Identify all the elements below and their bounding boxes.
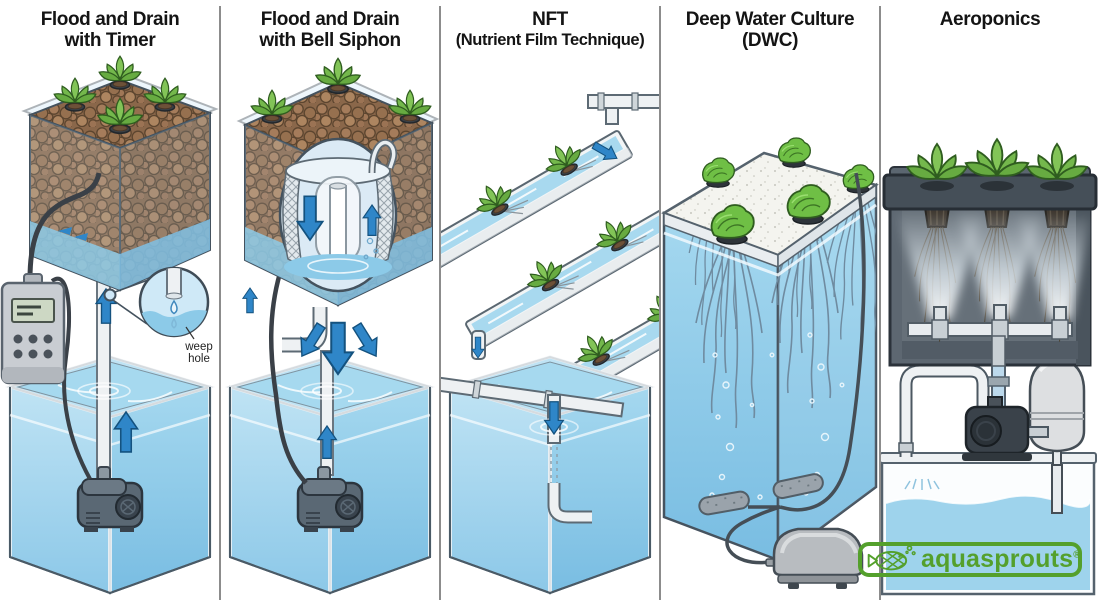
flood-drain-timer-illustration: weep hole [0, 55, 219, 595]
panel-title: Aeroponics [880, 9, 1100, 30]
tank-interior [688, 168, 876, 516]
chamber-plants [906, 138, 1088, 180]
panel-nft: NFT (Nutrient Film Technique) [440, 0, 660, 600]
air-line [779, 172, 866, 512]
ripple [312, 385, 342, 397]
water-drop [170, 299, 178, 315]
nft-illustration [440, 92, 660, 595]
ripple [89, 385, 119, 397]
panel-divider [659, 6, 661, 600]
panel-flood-drain-timer: Flood and Drain with Timer [0, 0, 220, 600]
pump-cord [269, 272, 308, 485]
timer-button [13, 349, 23, 359]
panel-flood-drain-bell-siphon: Flood and Drain with Bell Siphon [220, 0, 440, 600]
weep-hole-label: weep [184, 341, 213, 353]
timer-button [43, 349, 53, 359]
panel-dwc: Deep Water Culture (DWC) [660, 0, 880, 600]
grow-bed [21, 71, 219, 292]
timer-button [13, 334, 23, 344]
grow-channel [519, 274, 660, 422]
air-line [725, 505, 781, 565]
flood-water-level [30, 221, 120, 290]
mist-spray [896, 211, 1090, 319]
panel-divider [219, 6, 221, 600]
flow-arrow-left [58, 227, 88, 241]
standpipe [329, 185, 347, 265]
title-line2: with Timer [64, 30, 156, 51]
ripple [77, 382, 131, 400]
logo-wordmark: aquasprouts® [921, 545, 1081, 573]
water-line [663, 203, 877, 277]
up-flow-arrow [242, 287, 258, 314]
air-stone [772, 473, 824, 500]
title-line1: Flood and Drain [40, 9, 180, 30]
bell-siphon [278, 137, 398, 293]
timer-button [28, 349, 38, 359]
title-line1: Deep Water Culture [685, 9, 855, 30]
spray-marks [904, 478, 940, 490]
fish-icon [867, 544, 916, 570]
timer [0, 273, 66, 385]
timer-screen [11, 298, 55, 323]
panel-divider [439, 6, 441, 600]
panel-divider [879, 6, 881, 600]
dwc-illustration [661, 137, 879, 589]
grow-channel [440, 129, 634, 277]
panel-title: Deep Water Culture (DWC) [660, 9, 880, 51]
plant-roots [502, 159, 597, 215]
air-pump [765, 527, 864, 589]
aquasprouts-logo: aquasprouts® [858, 542, 1082, 577]
panel-aeroponics: Aeroponics [880, 0, 1100, 600]
aeroponics-illustration [880, 138, 1098, 596]
manifold-pipe [907, 319, 1073, 340]
timer-button [43, 334, 53, 344]
pump-cord [50, 276, 92, 480]
timer-button [28, 334, 38, 344]
title-line1: Flood and Drain [260, 9, 400, 30]
grow-channel [464, 202, 660, 350]
panel-title: Flood and Drain with Timer [0, 9, 220, 51]
panel-title: Flood and Drain with Bell Siphon [220, 9, 440, 51]
registered-mark: ® [1073, 549, 1081, 561]
air-stone [698, 490, 750, 516]
title-line2: (Nutrient Film Technique) [455, 31, 645, 49]
high-pressure-pump [962, 396, 1032, 461]
weep-hole-callout: weep hole [103, 266, 213, 365]
title-line2: (DWC) [741, 30, 799, 51]
title-line2: with Bell Siphon [259, 30, 401, 51]
title-line1: Aeroponics [939, 9, 1041, 30]
title-line1: NFT [532, 9, 568, 30]
supply-pipe [587, 92, 660, 125]
flood-drain-bell-siphon-illustration [228, 57, 440, 595]
reservoir [880, 452, 1097, 596]
power-cable [27, 172, 102, 280]
weep-hole-label: hole [188, 353, 210, 365]
panel-title: NFT (Nutrient Film Technique) [440, 9, 660, 51]
